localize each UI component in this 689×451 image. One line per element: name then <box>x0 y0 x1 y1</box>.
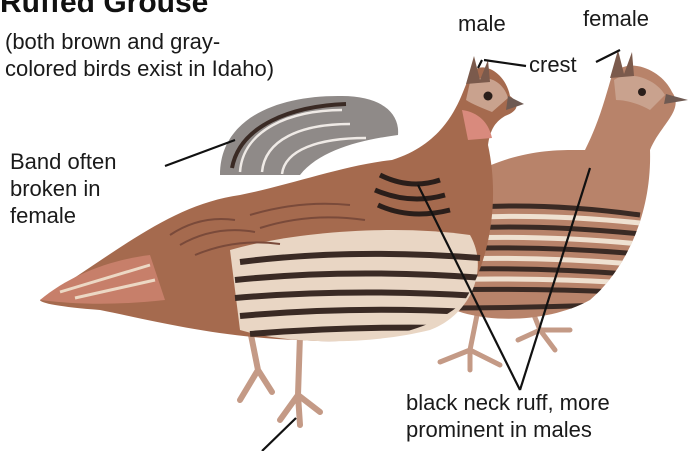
female-beak <box>664 94 688 104</box>
male-grouse <box>40 56 524 425</box>
male-breast <box>230 230 478 341</box>
male-legs <box>240 330 320 425</box>
female-eye <box>638 88 646 96</box>
feet-leader-line <box>262 418 296 451</box>
crest-to-male-line <box>484 60 526 66</box>
male-eye <box>484 92 493 101</box>
male-leader-line <box>478 60 482 68</box>
